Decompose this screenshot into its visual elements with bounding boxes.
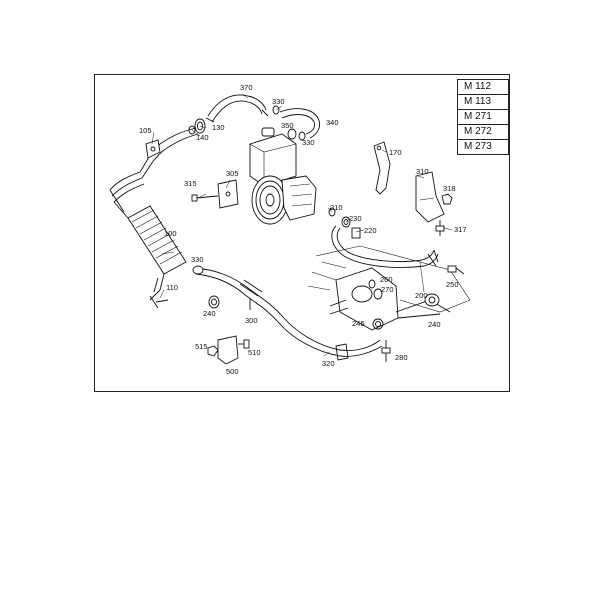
- label-230[interactable]: 230: [349, 214, 362, 223]
- pressure-line-200-part[interactable]: [331, 225, 439, 268]
- label-310[interactable]: 310: [416, 167, 429, 176]
- seal-270-part[interactable]: [373, 288, 383, 300]
- model-cell: M 112: [457, 79, 509, 95]
- bolt-317-part[interactable]: [435, 220, 445, 236]
- model-row: M 112: [457, 79, 509, 95]
- return-line-part[interactable]: [139, 127, 199, 179]
- oil-cooler-part[interactable]: [109, 171, 187, 301]
- label-170[interactable]: 170: [389, 148, 402, 157]
- model-cell: M 113: [457, 94, 509, 110]
- model-cell: M 272: [457, 124, 509, 140]
- nut-515-part[interactable]: [207, 345, 219, 357]
- power-steering-exploded-diagram: 100 105 110 130 140 170 200 210 220 230 …: [109, 83, 471, 376]
- steering-gear-part[interactable]: [307, 245, 471, 331]
- label-300[interactable]: 300: [245, 316, 258, 325]
- label-500[interactable]: 500: [226, 367, 239, 376]
- label-317[interactable]: 317: [454, 225, 467, 234]
- label-515[interactable]: 515: [195, 342, 208, 351]
- bracket-500-part[interactable]: [217, 335, 239, 365]
- label-200[interactable]: 200: [415, 291, 428, 300]
- label-315[interactable]: 315: [184, 179, 197, 188]
- label-320[interactable]: 320: [322, 359, 335, 368]
- label-210[interactable]: 210: [330, 203, 343, 212]
- bush-240-left-part[interactable]: [208, 295, 220, 309]
- seal-245-part[interactable]: [372, 318, 384, 330]
- model-row: M 113: [457, 94, 509, 110]
- power-steering-pump-part[interactable]: [251, 175, 317, 225]
- label-510[interactable]: 510: [248, 348, 261, 357]
- bolt-110-part[interactable]: [149, 295, 169, 309]
- bolt-250-part[interactable]: [447, 265, 465, 275]
- clamp-330-lower-part[interactable]: [192, 265, 204, 275]
- nut-318-part[interactable]: [441, 193, 453, 205]
- fluid-reservoir-part[interactable]: [249, 127, 297, 187]
- bracket-310-part[interactable]: [415, 171, 445, 223]
- label-330-lower[interactable]: 330: [191, 255, 204, 264]
- model-row: M 271: [457, 109, 509, 125]
- label-240-right[interactable]: 240: [428, 320, 441, 329]
- label-330-top[interactable]: 330: [272, 97, 285, 106]
- clamp-350-part[interactable]: [287, 128, 297, 140]
- hose-340-part[interactable]: [279, 108, 321, 139]
- label-110[interactable]: 110: [166, 283, 178, 292]
- clamp-330-top-part[interactable]: [272, 105, 280, 115]
- clamp-140-part[interactable]: [188, 125, 196, 135]
- model-cell: M 271: [457, 109, 509, 125]
- label-318[interactable]: 318: [443, 184, 456, 193]
- label-340[interactable]: 340: [326, 118, 339, 127]
- clamp-130-part[interactable]: [194, 118, 206, 134]
- bracket-305-part[interactable]: [217, 179, 239, 209]
- label-260[interactable]: 260: [380, 275, 393, 284]
- bolt-220-part[interactable]: [351, 227, 361, 239]
- label-250[interactable]: 250: [446, 280, 459, 289]
- model-row: M 273: [457, 139, 509, 155]
- engine-model-table: M 112 M 113 M 271 M 272 M 273: [457, 79, 509, 155]
- part-labels: 100 105 110 130 140 170 200 210 220 230 …: [139, 83, 467, 376]
- hose-fitting-300-part[interactable]: [239, 279, 263, 310]
- label-370[interactable]: 370: [240, 83, 253, 92]
- bolt-510-part[interactable]: [238, 339, 250, 349]
- bush-240-right-part[interactable]: [424, 293, 440, 307]
- seal-260-part[interactable]: [368, 279, 376, 289]
- label-100[interactable]: 100: [164, 229, 177, 238]
- label-245[interactable]: 245: [352, 319, 365, 328]
- hose-370-part[interactable]: [205, 94, 269, 123]
- label-270[interactable]: 270: [381, 285, 394, 294]
- bolt-280-part[interactable]: [381, 340, 391, 362]
- label-280[interactable]: 280: [395, 353, 408, 362]
- label-350[interactable]: 350: [281, 121, 294, 130]
- model-row: M 272: [457, 124, 509, 140]
- label-240-left[interactable]: 240: [203, 309, 216, 318]
- seal-210-part[interactable]: [328, 207, 336, 217]
- label-105[interactable]: 105: [139, 126, 152, 135]
- label-220[interactable]: 220: [364, 226, 377, 235]
- leader-lines: [151, 93, 453, 357]
- bracket-105-part[interactable]: [145, 139, 161, 159]
- banjo-230-part[interactable]: [341, 216, 351, 228]
- label-130[interactable]: 130: [212, 123, 225, 132]
- bracket-170-part[interactable]: [373, 141, 391, 195]
- clamp-330-right-part[interactable]: [298, 131, 306, 141]
- bolt-315-part[interactable]: [191, 194, 219, 202]
- label-140[interactable]: 140: [196, 133, 209, 142]
- return-line-320-part[interactable]: [195, 267, 383, 361]
- label-330-right[interactable]: 330: [302, 138, 315, 147]
- label-305[interactable]: 305: [226, 169, 239, 178]
- model-cell: M 273: [457, 139, 509, 155]
